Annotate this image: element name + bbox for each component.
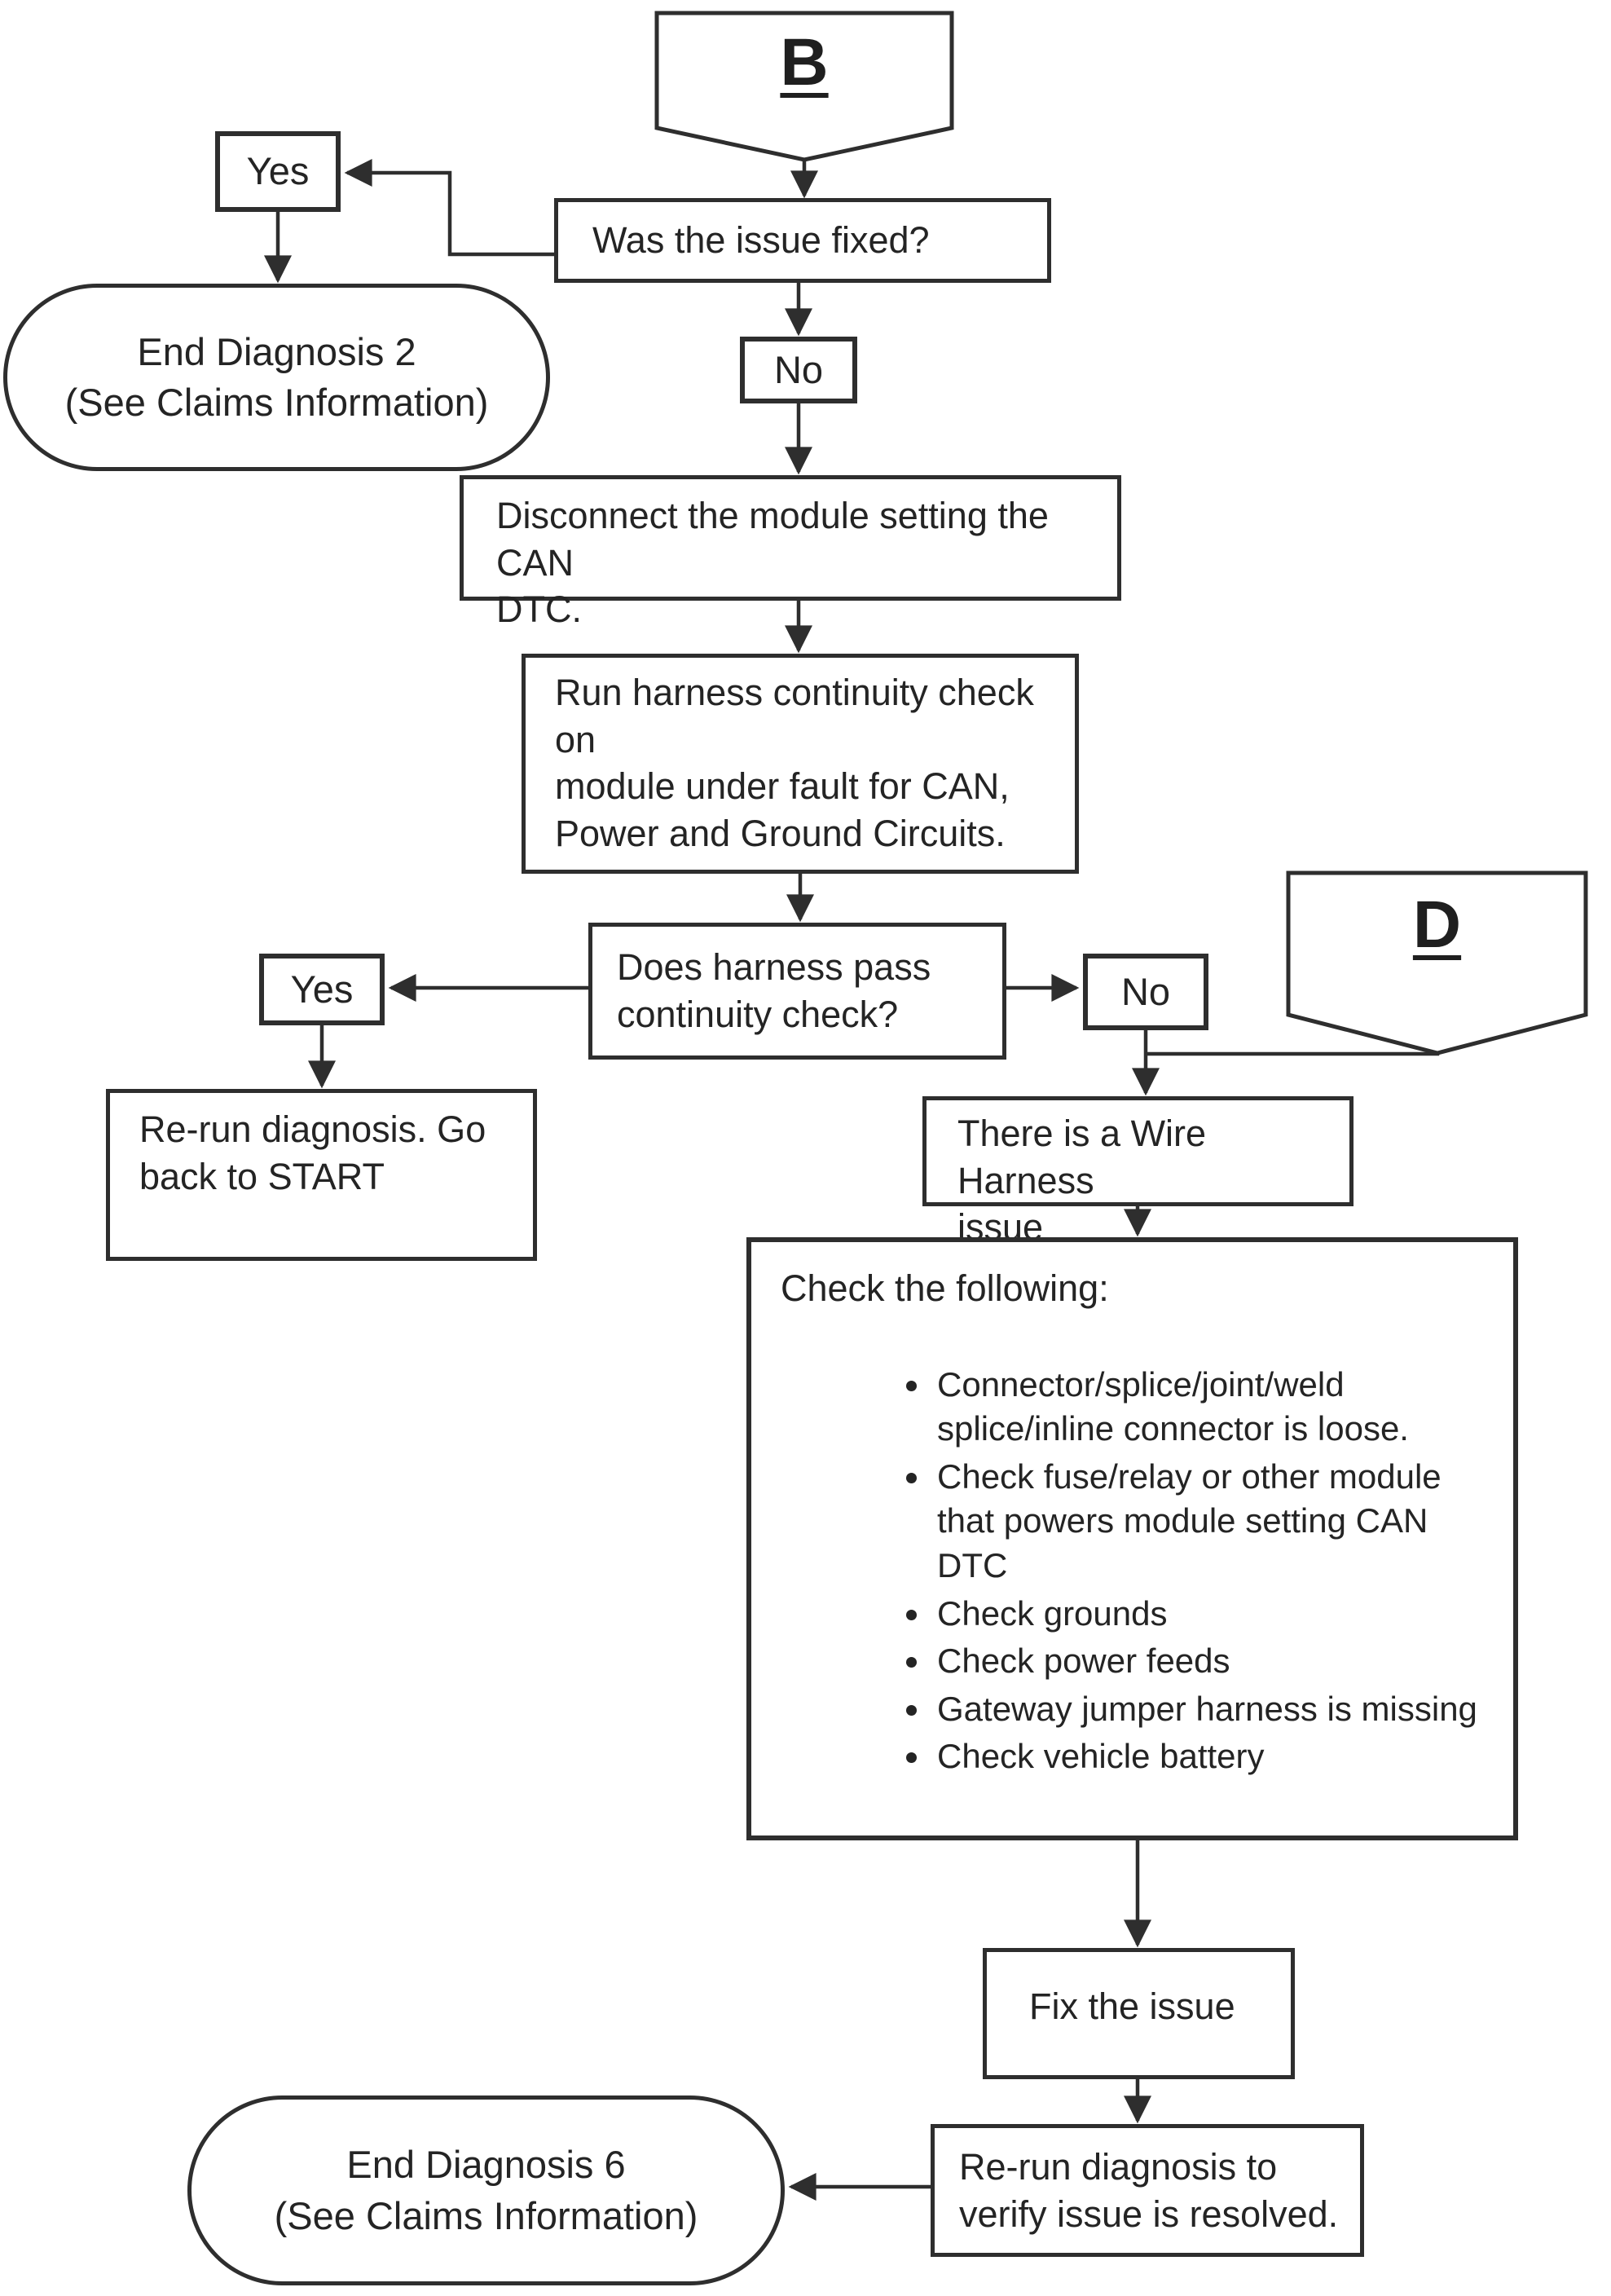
node-yes-continuity: Yes (259, 954, 385, 1025)
check-list: Connector/splice/joint/weld splice/inlin… (901, 1363, 1497, 1779)
rerun-start-line2: back to START (139, 1155, 385, 1197)
node-rerun-go-to-start: Re-run diagnosis. Go back to START (106, 1089, 537, 1261)
run-harness-line1: Run harness continuity check on (555, 672, 1034, 760)
node-yes-top: Yes (215, 131, 341, 212)
connector-d-label: D (1412, 888, 1462, 962)
end-diagnosis-6-line2: (See Claims Information) (274, 2193, 698, 2237)
node-no-continuity: No (1083, 954, 1208, 1030)
end-diagnosis-6-line1: End Diagnosis 6 (346, 2143, 626, 2187)
connector-b-label: B (780, 25, 829, 99)
does-pass-line2: continuity check? (617, 994, 899, 1035)
line-d-to-junction (1146, 1051, 1440, 1056)
run-harness-line2: module under fault for CAN, (555, 765, 1010, 808)
run-harness-line3: Power and Ground Circuits. (555, 812, 1006, 854)
check-item: Check fuse/relay or other module that po… (932, 1455, 1497, 1589)
node-wire-harness-issue: There is a Wire Harness issue (922, 1096, 1354, 1248)
node-was-issue-fixed: Was the issue fixed? (554, 198, 1051, 283)
does-pass-line1: Does harness pass (617, 946, 931, 989)
check-item: Check power feeds (932, 1639, 1497, 1684)
rerun-start-line1: Re-run diagnosis. Go (139, 1108, 486, 1150)
disconnect-line2: DTC. (496, 588, 582, 631)
disconnect-line1: Disconnect the module setting the CAN (496, 495, 1049, 584)
check-item: Connector/splice/joint/weld splice/inlin… (932, 1363, 1497, 1452)
verify-line1: Re-run diagnosis to (959, 2145, 1278, 2188)
check-heading: Check the following: (781, 1267, 1109, 1309)
wire-issue-line1: There is a Wire Harness (957, 1113, 1207, 1201)
node-fix-the-issue: Fix the issue (983, 1948, 1295, 2079)
verify-line2: verify issue is resolved. (959, 2192, 1339, 2235)
check-item: Check vehicle battery (932, 1734, 1497, 1779)
terminator-end-diagnosis-6: End Diagnosis 6 (See Claims Information) (187, 2095, 785, 2285)
arrow-was-fixed-to-yes (344, 159, 554, 257)
terminator-end-diagnosis-2: End Diagnosis 2 (See Claims Information) (3, 284, 550, 471)
node-rerun-verify: Re-run diagnosis to verify issue is reso… (931, 2124, 1364, 2257)
node-check-the-following: Check the following: Connector/splice/jo… (746, 1237, 1518, 1840)
node-no-top: No (740, 337, 857, 403)
end-diagnosis-2-line2: (See Claims Information) (64, 381, 489, 424)
node-does-harness-pass: Does harness pass continuity check? (588, 923, 1006, 1060)
check-item: Gateway jumper harness is missing (932, 1687, 1497, 1732)
node-disconnect-module: Disconnect the module setting the CAN DT… (460, 475, 1121, 630)
end-diagnosis-2-line1: End Diagnosis 2 (137, 329, 416, 373)
connector-d-shape (1286, 870, 1588, 1055)
connector-b-shape (654, 11, 954, 162)
node-run-harness-check: Run harness continuity check on module u… (522, 654, 1079, 874)
check-item: Check grounds (932, 1592, 1497, 1637)
